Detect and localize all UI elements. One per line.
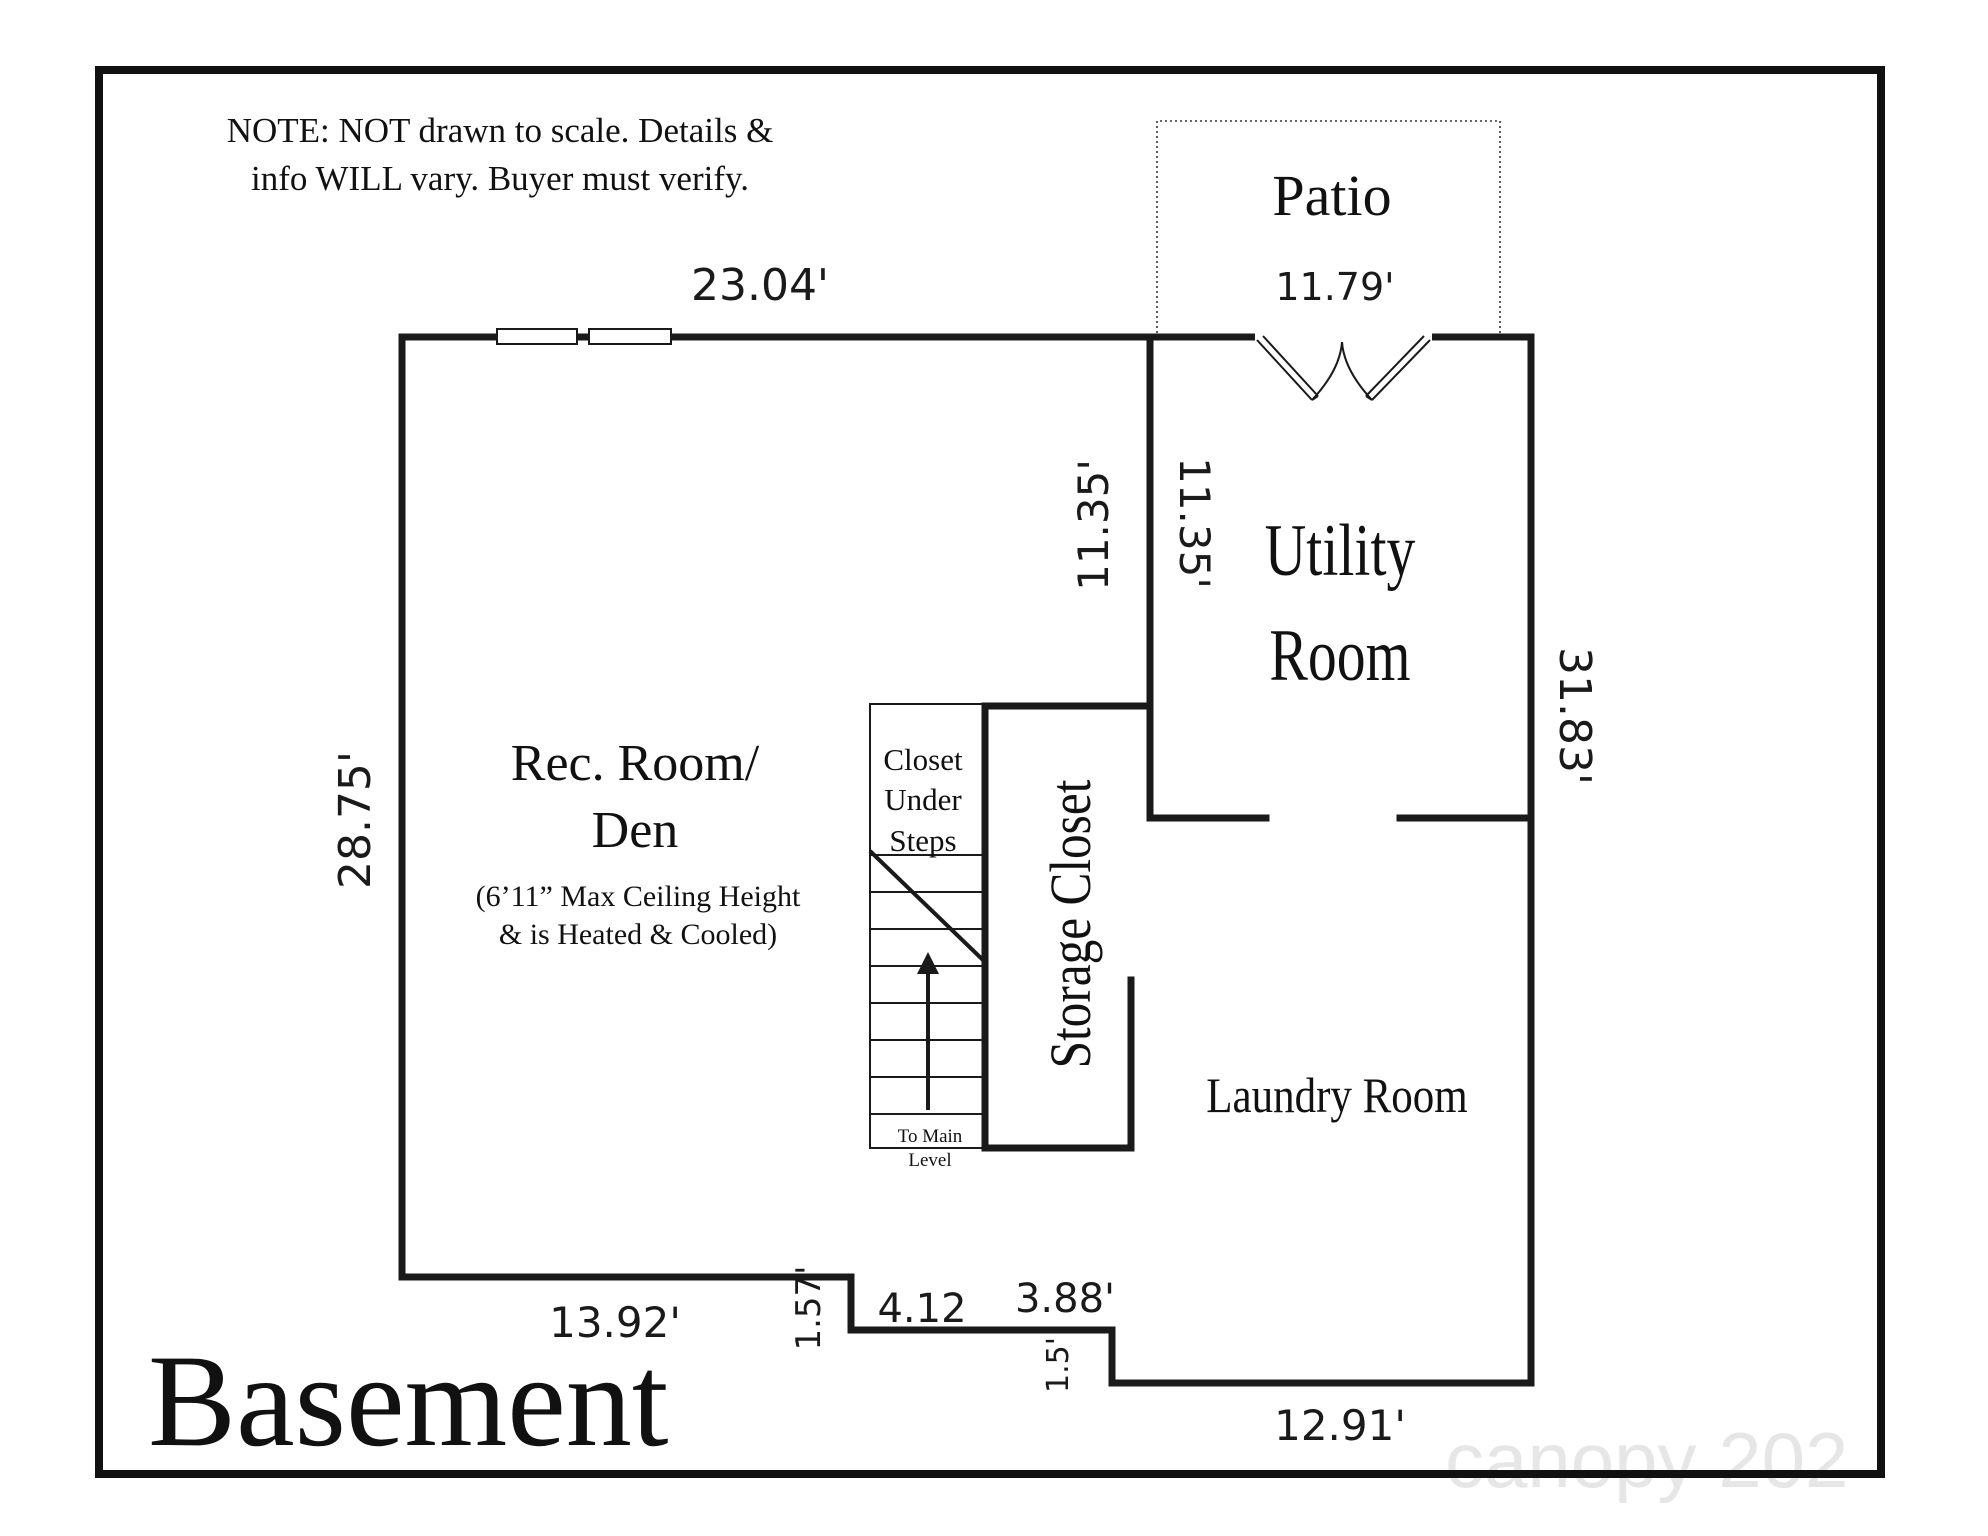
utility-room-label-line-1: Utility (1265, 510, 1416, 591)
exterior-wall (398, 333, 1535, 1387)
rec-room-note-line-2: & is Heated & Cooled) (499, 918, 777, 951)
stairs-label-line-1: To Main (898, 1126, 963, 1147)
closet-label-line-1: Closet (883, 742, 963, 777)
watermark-text: canopy 202 (1445, 1416, 1848, 1504)
dim-step-2: 1.5' (1041, 1337, 1076, 1393)
basement-title: Basement (148, 1327, 669, 1474)
note-line-1: NOTE: NOT drawn to scale. Details & (227, 111, 774, 150)
laundry-room-label: Laundry Room (1206, 1068, 1468, 1124)
dim-step-mid-b: 3.88' (1015, 1276, 1115, 1322)
note-line-2: info WILL vary. Buyer must verify. (251, 159, 749, 198)
dim-right-side: 31.83' (1549, 647, 1600, 785)
rec-room-note-line-1: (6’11” Max Ceiling Height (476, 880, 801, 913)
double-door (1256, 335, 1431, 401)
dim-patio-width: 11.79' (1275, 265, 1394, 309)
utility-room-label-line-2: Room (1269, 615, 1410, 696)
storage-closet-label: Storage Closet (1038, 780, 1103, 1069)
dim-utility-left: 11.35' (1170, 457, 1219, 589)
dim-bottom-left: 13.92' (549, 1298, 681, 1347)
closet-label-line-2: Under (884, 782, 962, 817)
stairs-label-bg (930, 1122, 978, 1146)
page-border (95, 66, 1885, 1478)
dim-top-rec: 23.04' (691, 260, 829, 311)
rec-room-label-line-1: Rec. Room/ (511, 735, 760, 792)
dim-rec-right: 11.35' (1069, 459, 1118, 591)
dim-bottom-right: 12.91' (1274, 1401, 1406, 1450)
window-left-pane (496, 328, 578, 345)
stairs-label-line-2: Level (908, 1150, 951, 1171)
patio-outline (1156, 120, 1501, 333)
dim-left-side: 28.75' (330, 751, 381, 889)
dim-step-1: 1.57' (789, 1265, 829, 1350)
dim-step-mid-a: 4.12 (877, 1286, 966, 1332)
window-right-pane (588, 328, 672, 345)
staircase (868, 703, 985, 1149)
patio-label: Patio (1272, 163, 1391, 228)
utility-left-wall (981, 333, 1154, 1152)
rec-room-label-line-2: Den (592, 802, 679, 859)
closet-label-line-3: Steps (889, 823, 956, 858)
